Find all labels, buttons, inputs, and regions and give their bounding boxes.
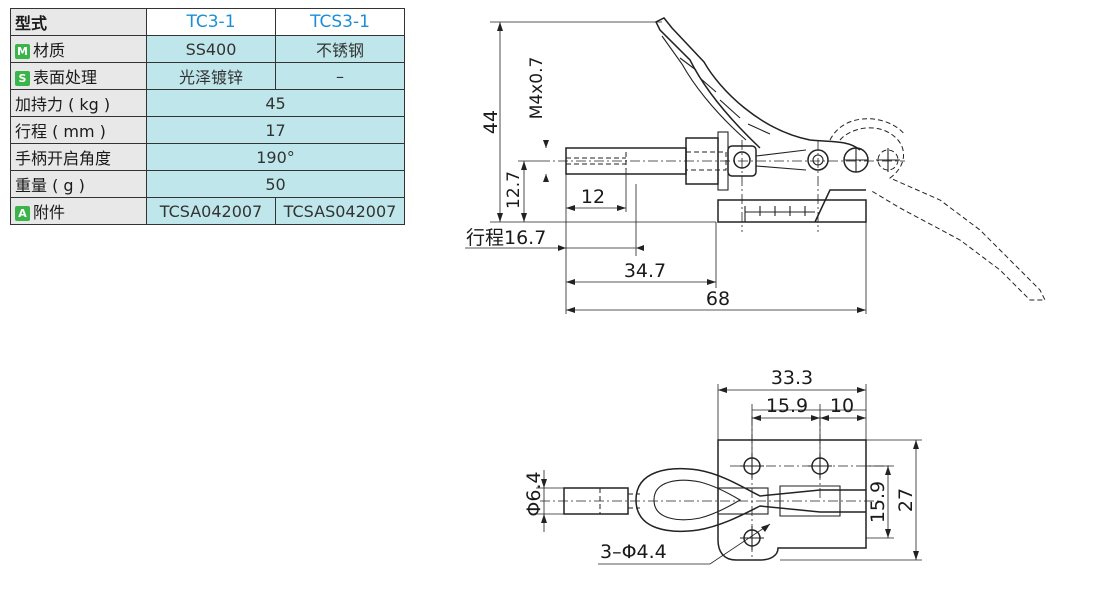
dim-phi64-arrows: [541, 479, 547, 523]
table-header-row: 型式 TC3-1 TCS3-1: [10, 8, 405, 36]
top-handle: [635, 467, 866, 533]
table-row-stroke: 行程 ( mm ) 17: [10, 116, 405, 144]
finish-value-1: 光泽镀锌: [146, 62, 276, 90]
dim-thread: M4x0.7: [527, 57, 547, 120]
finish-value-2: –: [275, 62, 405, 90]
top-centerlines: [540, 416, 890, 560]
base-plate: [717, 199, 867, 223]
top-base-plate: [717, 439, 867, 561]
handle-open: [839, 127, 1046, 301]
accessory-badge: A: [15, 206, 30, 221]
handle-pivot-cross: [844, 148, 868, 172]
weight-value: 50: [146, 170, 405, 198]
dim-12: 12: [581, 186, 605, 208]
dim-holes: 3–Φ4.4: [600, 541, 667, 563]
dim-15-9: 15.9: [766, 395, 808, 417]
side-vert-centerlines: [741, 140, 819, 232]
dim-12-lines: [565, 170, 627, 314]
dim-27: 27: [895, 488, 917, 512]
dim-159v-lines: [866, 465, 894, 539]
dim-stroke-lines: [465, 184, 637, 256]
top-link-2: [779, 485, 841, 517]
dim-347-lines: [566, 222, 717, 288]
dim-10: 10: [830, 395, 854, 417]
hole-leader: [598, 523, 771, 565]
top-view: 33.3 15.9 10 15.9 27 Φ6.4 3–Φ4.4: [523, 367, 922, 565]
finish-badge: S: [15, 71, 30, 86]
row-label-stroke: 行程 ( mm ): [10, 116, 147, 144]
handle-open-cross: [876, 148, 900, 172]
force-value: 45: [146, 89, 405, 117]
dim-127-lines: [518, 160, 540, 222]
header-type-label: 型式: [10, 8, 147, 36]
table-row-weight: 重量 ( g ) 50: [10, 170, 405, 198]
dim-68-lines: [566, 222, 867, 314]
dim-27-lines: [780, 439, 922, 561]
material-value-2: 不锈钢: [275, 35, 405, 63]
handle-grip: [661, 35, 771, 141]
accessory-value-1: TCSA042007: [146, 197, 276, 225]
top-handle-inner: [653, 479, 742, 521]
dim-159-lines: [751, 404, 866, 454]
link-arm: [755, 149, 807, 171]
hole-leader-arrow: [761, 524, 770, 532]
dim-phi-6-4: Φ6.4: [523, 471, 545, 516]
dim-34-7: 34.7: [624, 260, 666, 282]
dim-33-3: 33.3: [771, 367, 813, 389]
dim-15-9-v: 15.9: [867, 481, 889, 523]
handle-closed: [654, 17, 861, 151]
row-label-weight: 重量 ( g ): [10, 170, 147, 198]
dim-stroke: 行程16.7: [466, 227, 546, 249]
handle-open-arc: [829, 118, 906, 141]
base-rib: [814, 189, 866, 223]
row-label-text: 表面处理: [33, 68, 98, 87]
row-label-text: 附件: [33, 203, 66, 222]
dim-333-lines: [717, 384, 867, 440]
row-label-text: 材质: [33, 41, 66, 60]
side-view: 44 M4x0.7 12.7 12 行程16.7 34.7 68: [465, 17, 1046, 314]
dim-44: 44: [480, 110, 502, 134]
hole-crosses: [740, 454, 832, 550]
accessory-value-2: TCSAS042007: [275, 197, 405, 225]
dim-68: 68: [706, 288, 730, 310]
dim-44-lines: [490, 21, 716, 223]
material-value-1: SS400: [146, 35, 276, 63]
base-detail: [744, 206, 815, 222]
material-badge: M: [15, 44, 30, 59]
table-row-force: 加持力 ( kg ) 45: [10, 89, 405, 117]
dim-12-7: 12.7: [504, 171, 524, 209]
stroke-value: 17: [146, 116, 405, 144]
top-link: [717, 487, 769, 515]
